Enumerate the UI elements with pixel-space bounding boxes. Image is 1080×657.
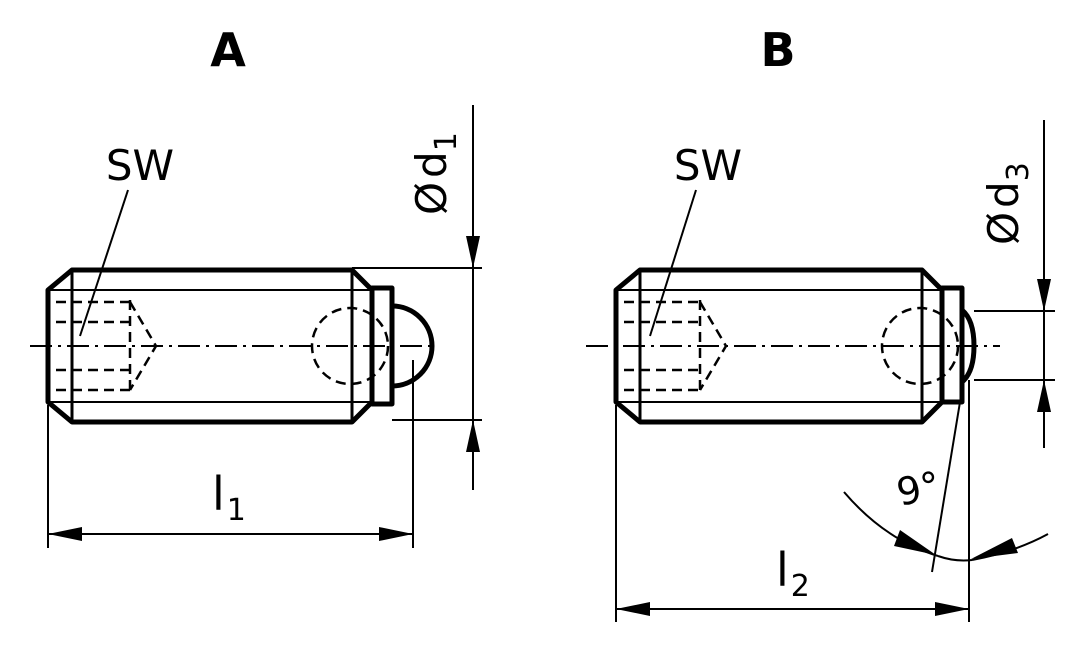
variant-a-arrow-d1-bottom [466,420,480,452]
variant-b-screw-body [613,267,945,425]
variant-a-ball [391,303,435,389]
variant-b-d3-label: Ød3 [979,162,1036,245]
variant-b-angle-arrow-left [894,530,936,555]
variant-b-arrow-l2-right [935,602,969,616]
variant-a-drawing: A SW Ød [30,23,482,548]
variant-a-header: A [210,23,246,77]
variant-b-drawing: B SW Ød [586,23,1055,622]
variant-b-angle-arrow-right [971,538,1018,559]
variant-b-arrow-d3-top [1037,279,1051,311]
variant-a-ball-hidden [310,306,390,386]
svg-text:Ød3: Ød3 [979,162,1036,245]
variant-b-l2-label: l2 [776,543,810,604]
variant-a-sw-label: SW [106,141,174,190]
variant-a-arrow-l1-right [379,527,413,541]
variant-b-angle-line [931,401,961,573]
variant-b-header: B [760,23,795,77]
variant-b-arrow-l2-left [616,602,650,616]
variant-a-l1-label: l1 [212,467,246,528]
variant-b-sw-label: SW [674,141,742,190]
variant-a-arrow-d1-top [466,236,480,268]
variant-a-screw-body [45,267,375,425]
variant-a-d1-label: Ød1 [407,132,464,215]
variant-b-arrow-d3-bottom [1037,380,1051,412]
svg-text:Ød1: Ød1 [407,132,464,215]
variant-b-sw-leader [649,189,697,337]
variant-a-arrow-l1-left [48,527,82,541]
variant-a-sw-leader [79,189,129,337]
variant-b-angle-arc-mid [937,555,973,562]
variant-b-angle-label: 9° [893,463,944,515]
